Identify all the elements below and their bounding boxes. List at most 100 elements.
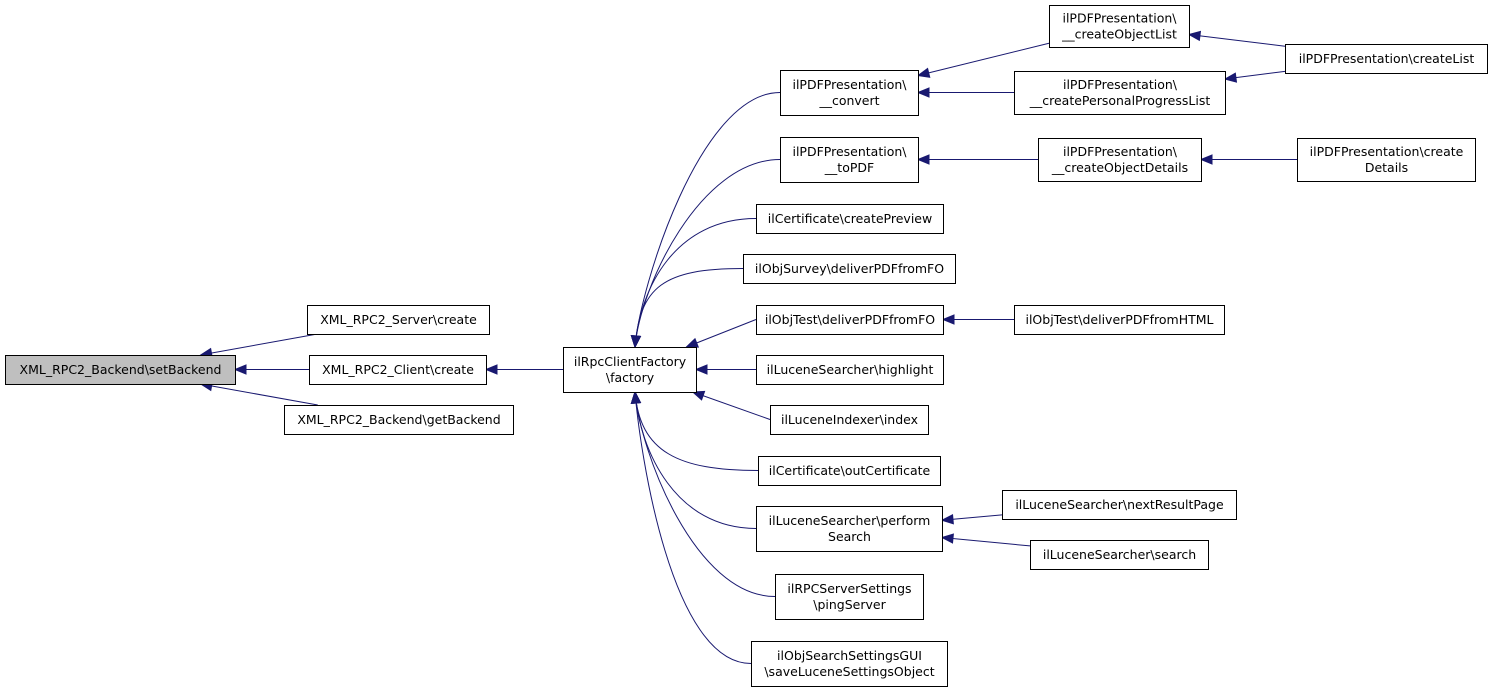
node-label: ilLuceneSearcher\nextResultPage xyxy=(1015,497,1224,512)
node-saveLucene[interactable]: ilObjSearchSettingsGUI\saveLuceneSetting… xyxy=(751,641,948,687)
node-createList[interactable]: ilPDFPresentation\createList xyxy=(1285,44,1488,74)
edges xyxy=(199,30,1297,664)
node-label: XML_RPC2_Client\create xyxy=(322,362,474,377)
node-box xyxy=(284,405,514,435)
node-testPDF[interactable]: ilObjTest\deliverPDFfromFO xyxy=(756,305,944,335)
node-label: ilObjTest\deliverPDFfromFO xyxy=(765,312,935,327)
node-label: ilPDFPresentation\ xyxy=(1063,77,1178,92)
edge-highlight-to-factory-arrowhead xyxy=(694,364,708,375)
node-label: ilPDFPresentation\ xyxy=(1063,144,1178,159)
node-label: XML_RPC2_Server\create xyxy=(320,312,477,327)
node-label: XML_RPC2_Backend\setBackend xyxy=(20,362,222,377)
node-createPreview[interactable]: ilCertificate\createPreview xyxy=(756,204,944,234)
node-box xyxy=(1049,5,1190,48)
edge-surveyPDF-to-factory-arrowhead xyxy=(630,335,642,349)
node-clientCreate[interactable]: XML_RPC2_Client\create xyxy=(309,355,487,385)
node-label: ilPDFPresentation\ xyxy=(792,77,907,92)
node-label: __toPDF xyxy=(824,160,874,175)
edge-createObjectList-to-convert xyxy=(917,42,1050,76)
node-toPDF[interactable]: ilPDFPresentation\__toPDF xyxy=(780,137,919,183)
node-serverCreate[interactable]: XML_RPC2_Server\create xyxy=(307,305,490,335)
edge-testPDF-to-factory xyxy=(686,319,757,348)
node-label: Search xyxy=(828,529,871,544)
edge-search-to-performSearch-arrowhead xyxy=(940,533,954,544)
node-label: ilObjTest\deliverPDFfromHTML xyxy=(1025,312,1213,327)
edge-createDetails-to-createObjectDetails-arrowhead xyxy=(1199,154,1213,165)
edge-clientCreate-to-setBackend-arrowhead xyxy=(233,364,247,375)
node-label: ilLuceneIndexer\index xyxy=(781,412,918,427)
node-box xyxy=(1038,138,1202,182)
node-label: ilCertificate\createPreview xyxy=(768,211,932,226)
node-box xyxy=(756,355,944,385)
node-createObjectDetails[interactable]: ilPDFPresentation\__createObjectDetails xyxy=(1038,138,1202,182)
node-label: ilRpcClientFactory xyxy=(574,354,687,369)
edge-index-to-factory xyxy=(692,391,771,420)
node-label: \pingServer xyxy=(813,597,886,612)
node-box xyxy=(758,456,941,486)
edge-createPreview-to-factory xyxy=(634,218,757,348)
node-box xyxy=(307,305,490,335)
edge-createObjectList-to-convert-arrowhead xyxy=(916,67,931,78)
node-box xyxy=(770,405,929,435)
node-box xyxy=(1014,71,1226,115)
node-box xyxy=(1030,540,1209,570)
node-box xyxy=(1014,305,1225,335)
node-box xyxy=(309,355,487,385)
node-box xyxy=(756,204,944,234)
node-label: ilPDFPresentation\ xyxy=(792,144,907,159)
node-label: ilRPCServerSettings xyxy=(787,581,911,596)
node-box xyxy=(751,641,948,687)
edge-createList-to-createPersonal-arrowhead xyxy=(1223,72,1238,83)
node-label: ilObjSearchSettingsGUI xyxy=(777,648,922,663)
node-label: ilLuceneSearcher\perform xyxy=(769,513,931,528)
node-createObjectList[interactable]: ilPDFPresentation\__createObjectList xyxy=(1049,5,1190,48)
edge-factory-to-clientCreate-arrowhead xyxy=(484,364,498,375)
node-highlight[interactable]: ilLuceneSearcher\highlight xyxy=(756,355,944,385)
edge-nextResultPage-to-performSearch-arrowhead xyxy=(940,513,954,525)
node-box xyxy=(756,506,943,552)
node-getBackend[interactable]: XML_RPC2_Backend\getBackend xyxy=(284,405,514,435)
edge-testHTML-to-testPDF-arrowhead xyxy=(941,314,955,325)
node-box xyxy=(563,347,697,393)
node-label: __convert xyxy=(818,93,879,108)
edge-serverCreate-to-setBackend xyxy=(200,333,318,356)
edge-index-to-factory-arrowhead xyxy=(691,390,706,401)
edge-surveyPDF-to-factory xyxy=(634,268,744,348)
nodes: XML_RPC2_Backend\setBackend XML_RPC2_Serv… xyxy=(5,5,1488,687)
node-setBackend[interactable]: XML_RPC2_Backend\setBackend xyxy=(5,355,236,385)
node-label: ilPDFPresentation\create xyxy=(1310,144,1464,159)
node-testHTML[interactable]: ilObjTest\deliverPDFfromHTML xyxy=(1014,305,1225,335)
node-search[interactable]: ilLuceneSearcher\search xyxy=(1030,540,1209,570)
node-box xyxy=(775,574,924,620)
edge-getBackend-to-setBackend xyxy=(200,383,318,406)
edge-saveLucene-to-factory xyxy=(634,391,752,664)
node-label: ilPDFPresentation\ xyxy=(1062,11,1177,26)
node-box xyxy=(780,137,919,183)
edge-search-to-performSearch xyxy=(941,536,1031,547)
node-label: \factory xyxy=(606,370,655,385)
node-label: ilCertificate\outCertificate xyxy=(769,463,931,478)
edge-outCert-to-factory xyxy=(634,391,759,471)
edge-saveLucene-to-factory-arrowhead xyxy=(630,390,642,404)
node-box xyxy=(1285,44,1488,74)
node-outCert[interactable]: ilCertificate\outCertificate xyxy=(758,456,941,486)
edge-createList-to-createObjectList-arrowhead xyxy=(1187,30,1202,42)
edge-createList-to-createObjectList xyxy=(1188,34,1286,47)
node-label: __createObjectList xyxy=(1061,27,1177,42)
node-box xyxy=(1297,138,1476,182)
node-createPersonal[interactable]: ilPDFPresentation\__createPersonalProgre… xyxy=(1014,71,1226,115)
node-label: \saveLuceneSettingsObject xyxy=(764,664,934,679)
node-factory[interactable]: ilRpcClientFactory\factory xyxy=(563,347,697,393)
node-nextResultPage[interactable]: ilLuceneSearcher\nextResultPage xyxy=(1002,490,1237,520)
node-surveyPDF[interactable]: ilObjSurvey\deliverPDFfromFO xyxy=(743,254,956,284)
node-convert[interactable]: ilPDFPresentation\__convert xyxy=(780,70,919,116)
node-label: Details xyxy=(1365,160,1408,175)
edge-testPDF-to-factory-arrowhead xyxy=(685,337,700,348)
node-box xyxy=(756,305,944,335)
node-label: ilLuceneSearcher\search xyxy=(1043,547,1196,562)
node-index[interactable]: ilLuceneIndexer\index xyxy=(770,405,929,435)
node-pingServer[interactable]: ilRPCServerSettings\pingServer xyxy=(775,574,924,620)
